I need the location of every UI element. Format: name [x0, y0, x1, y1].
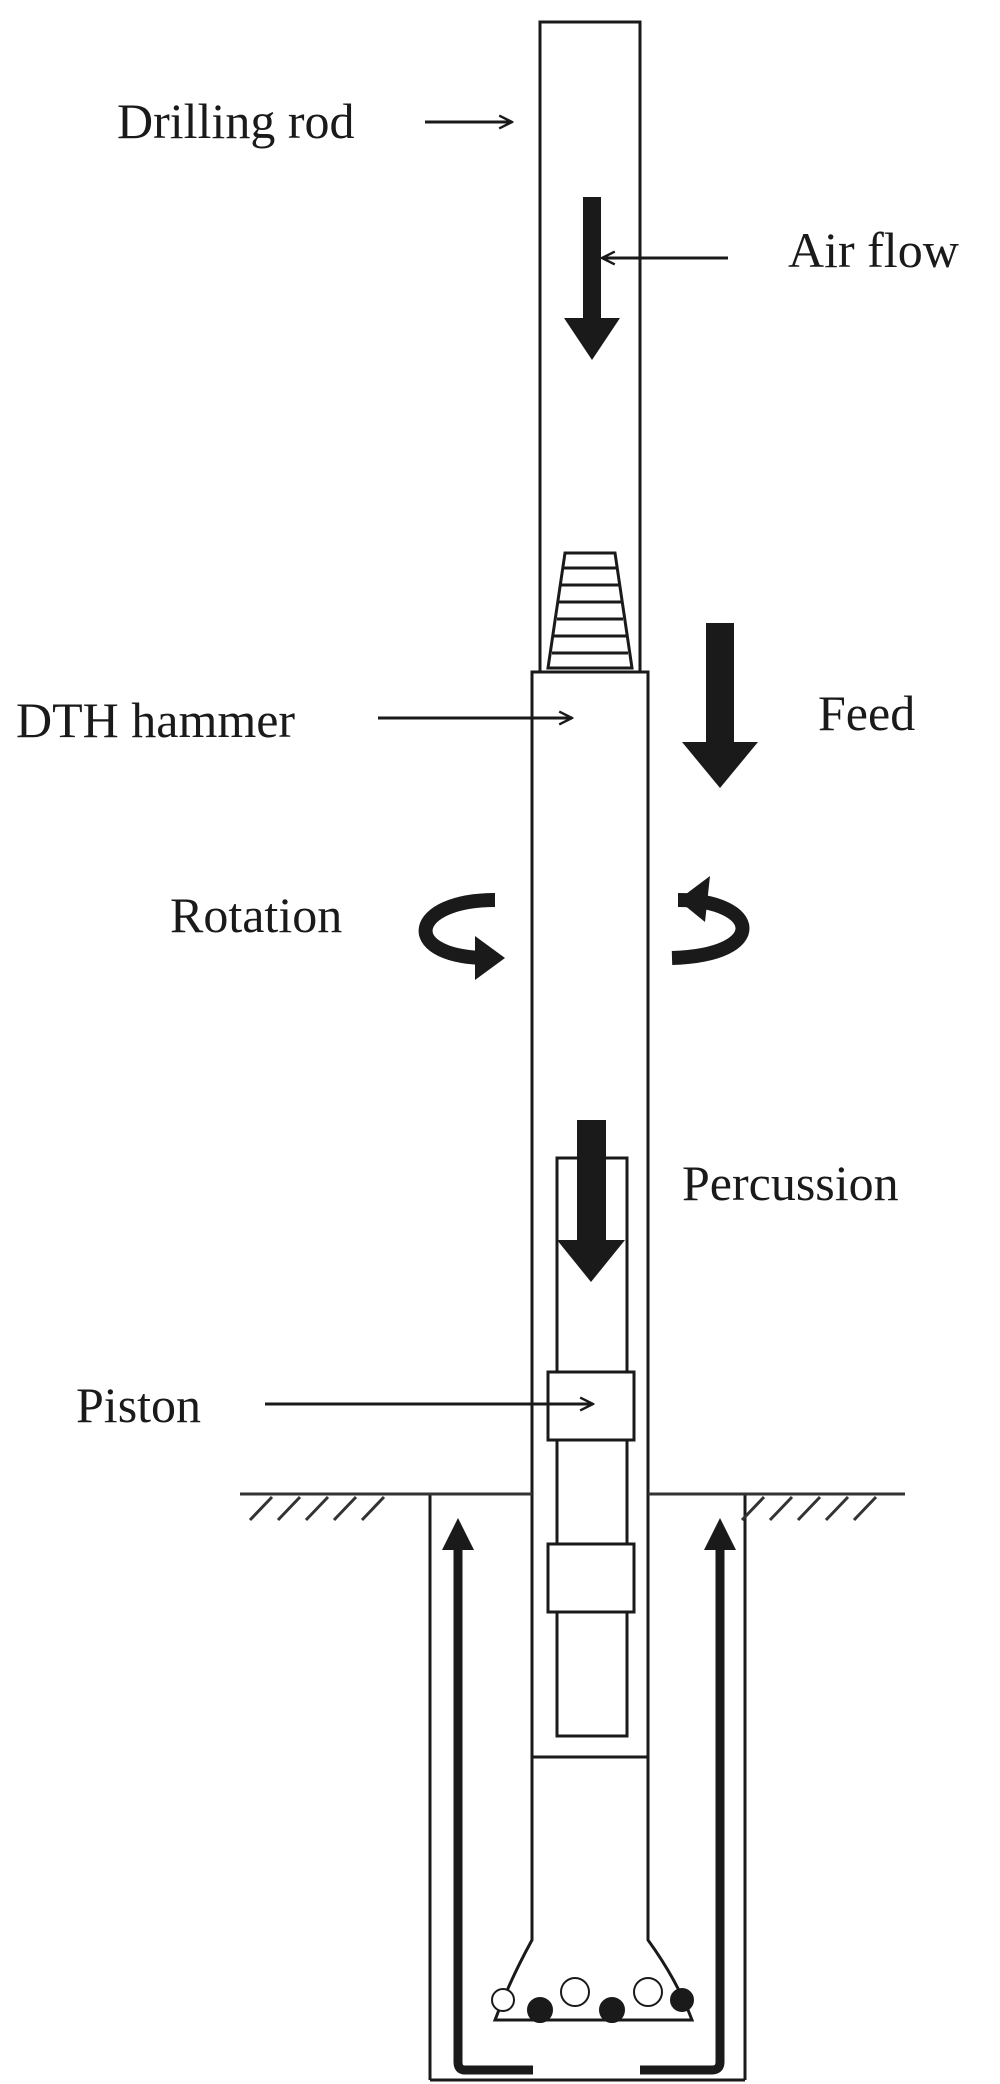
percussion-arrow: [557, 1120, 625, 1282]
label-piston: Piston: [76, 1377, 202, 1433]
feed-arrow: [682, 623, 758, 788]
label-percussion: Percussion: [682, 1155, 899, 1211]
return-flow-arrows: [453, 1545, 725, 2075]
piston-assembly: [546, 1156, 636, 1738]
air-flow-arrow: [564, 197, 620, 360]
label-dth-hammer: DTH hammer: [16, 692, 296, 748]
label-rotation: Rotation: [170, 887, 343, 943]
threaded-connector: [546, 551, 634, 670]
ground-surface: [240, 1492, 905, 1522]
label-drilling-rod: Drilling rod: [117, 93, 355, 149]
label-air-flow: Air flow: [788, 222, 959, 278]
bit-buttons: [491, 1977, 694, 2023]
drill-bit: [492, 1755, 695, 2022]
label-feed: Feed: [818, 685, 916, 741]
borehole: [428, 1494, 747, 2082]
